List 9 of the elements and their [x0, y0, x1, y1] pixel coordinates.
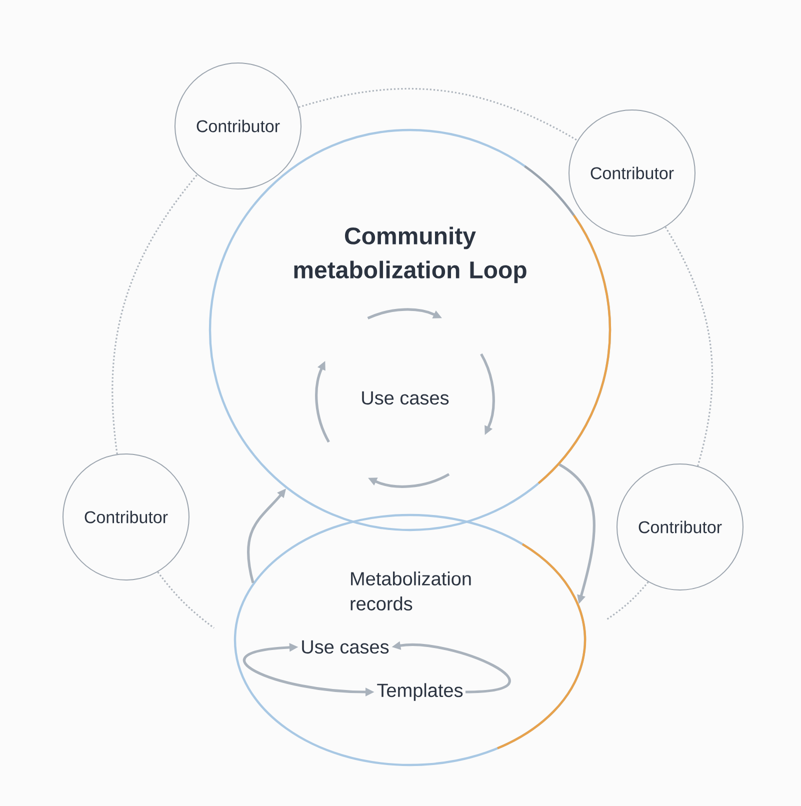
- loop-title: Community metabolization Loop: [294, 226, 526, 284]
- dotted-line: [112, 174, 198, 454]
- item-label: Templates: [377, 683, 463, 701]
- item-label: Use cases: [362, 391, 449, 405]
- dotted-line: [298, 88, 578, 142]
- item-label: Use cases: [302, 640, 389, 654]
- dotted-line: [664, 226, 713, 466]
- records-ellipse: [234, 514, 586, 766]
- records-label: Metabolization records: [350, 572, 471, 610]
